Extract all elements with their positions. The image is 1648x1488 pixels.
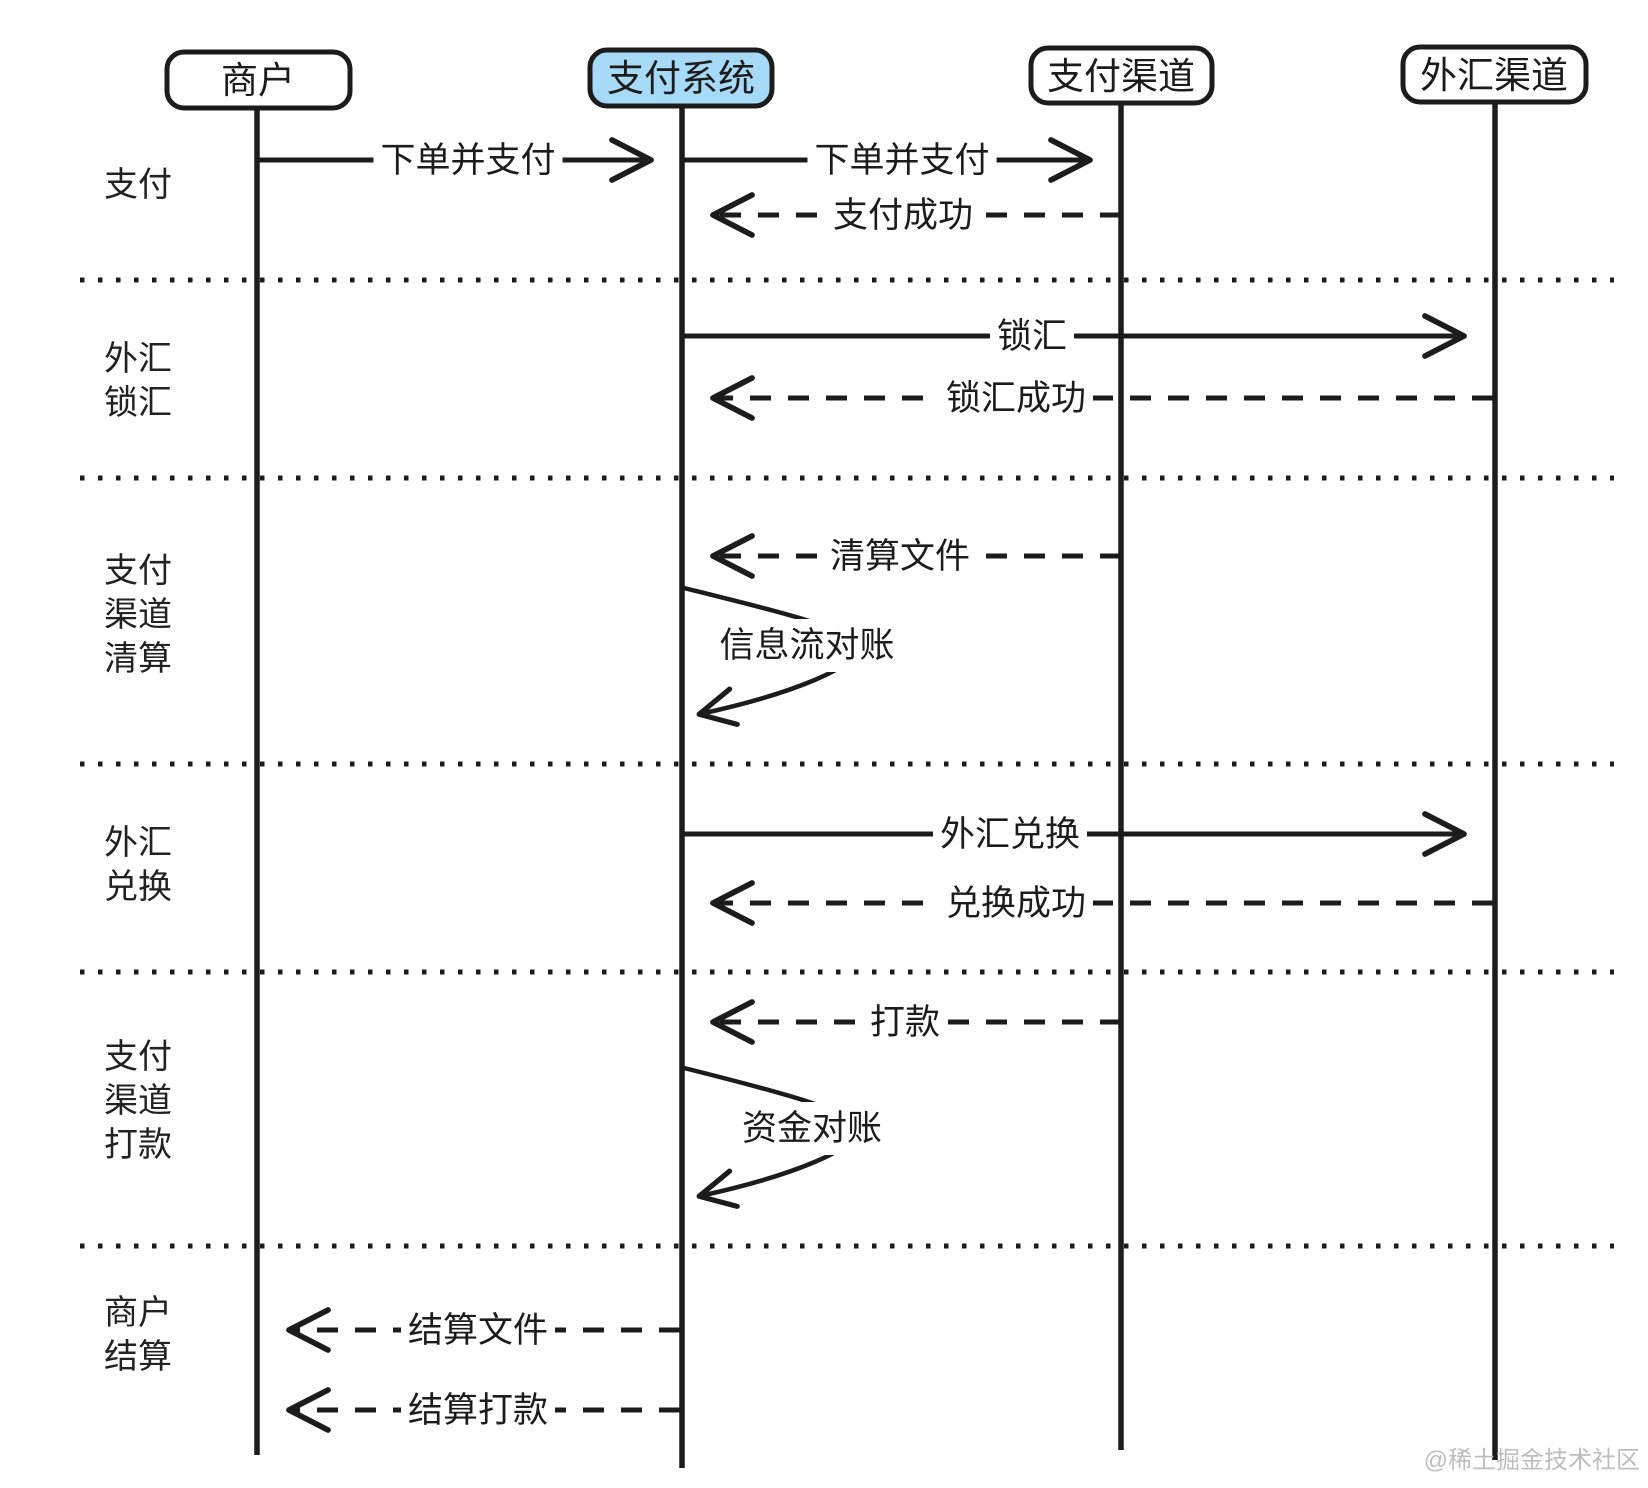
message-label-lock-fx: 锁汇 xyxy=(989,310,1075,363)
actor-fx-channel: 外汇渠道 xyxy=(1400,44,1589,105)
label-bg xyxy=(400,1304,556,1357)
message-label-clearing-file: 清算文件 xyxy=(822,530,978,583)
message-text: 支付成功 xyxy=(833,196,973,235)
message-text: 兑换成功 xyxy=(946,884,1086,923)
label-bg xyxy=(400,1384,556,1437)
label-bg xyxy=(373,134,563,187)
actor-box-fx-channel xyxy=(1400,44,1589,105)
label-bg xyxy=(932,808,1088,861)
message-text: 打款 xyxy=(870,1003,940,1042)
label-bg xyxy=(938,372,1094,425)
label-bg xyxy=(822,530,978,583)
message-label-lock-fx-success: 锁汇成功 xyxy=(938,372,1094,425)
message-text: 下单并支付 xyxy=(380,141,555,180)
phase-label-payment: 支付 xyxy=(104,166,172,204)
phase-label-fx-exchange: 外汇 兑换 xyxy=(104,824,172,906)
phase-line: 清算 xyxy=(104,640,172,678)
phase-line: 支付 xyxy=(104,166,172,204)
phase-line: 兑换 xyxy=(104,868,172,906)
message-label-fx-exchange: 外汇兑换 xyxy=(932,808,1088,861)
message-label-fund-reconcile: 资金对账 xyxy=(734,1102,890,1155)
actor-payment-system: 支付系统 xyxy=(587,47,775,109)
message-text: 锁汇成功 xyxy=(946,379,1086,418)
label-bg xyxy=(807,134,997,187)
actor-box-payment-channel xyxy=(1028,45,1215,106)
message-label-pay-success: 支付成功 xyxy=(825,189,981,242)
message-text: 资金对账 xyxy=(742,1109,882,1148)
label-bg xyxy=(938,877,1094,930)
phase-label-channel-payout: 支付 渠道 打款 xyxy=(104,1038,172,1164)
message-text: 清算文件 xyxy=(830,537,970,576)
phase-line: 商户 xyxy=(104,1294,172,1332)
message-label-payout: 打款 xyxy=(862,996,948,1049)
message-label-order-pay-2: 下单并支付 xyxy=(807,134,997,187)
label-bg xyxy=(825,189,981,242)
message-text: 下单并支付 xyxy=(814,141,989,180)
phase-line: 支付 xyxy=(104,552,172,590)
label-bg xyxy=(862,996,948,1049)
phase-label-channel-clearing: 支付 渠道 清算 xyxy=(104,552,172,678)
actor-label-merchant: 商户 xyxy=(221,60,295,101)
message-text: 信息流对账 xyxy=(719,626,894,665)
message-label-settle-file: 结算文件 xyxy=(400,1304,556,1357)
message-label-order-pay-1: 下单并支付 xyxy=(373,134,563,187)
phase-label-merchant-settlement: 商户 结算 xyxy=(104,1294,172,1376)
message-text: 结算打款 xyxy=(408,1391,548,1430)
phase-label-fx-lock: 外汇 锁汇 xyxy=(104,340,172,422)
actor-label-fx-channel: 外汇渠道 xyxy=(1420,55,1568,96)
message-text: 外汇兑换 xyxy=(940,815,1080,854)
actor-label-payment-channel: 支付渠道 xyxy=(1047,56,1195,97)
phase-line: 渠道 xyxy=(104,1082,172,1120)
actor-payment-channel: 支付渠道 xyxy=(1028,45,1215,106)
phase-line: 锁汇 xyxy=(104,384,172,422)
label-bg xyxy=(734,1102,890,1155)
actor-merchant: 商户 xyxy=(164,49,353,111)
actor-box-merchant xyxy=(164,49,353,111)
actor-box-payment-system xyxy=(587,47,775,109)
phase-line: 支付 xyxy=(104,1038,172,1076)
message-label-settle-payout: 结算打款 xyxy=(400,1384,556,1437)
label-bg xyxy=(712,619,902,672)
message-label-exchange-success: 兑换成功 xyxy=(938,877,1094,930)
phase-line: 外汇 xyxy=(104,340,172,378)
label-bg xyxy=(989,310,1075,363)
watermark: @稀土掘金技术社区 xyxy=(1424,1447,1640,1474)
message-label-info-reconcile: 信息流对账 xyxy=(712,619,902,672)
actor-label-payment-system: 支付系统 xyxy=(607,58,755,99)
message-text: 结算文件 xyxy=(408,1311,548,1350)
phase-line: 外汇 xyxy=(104,824,172,862)
phase-line: 渠道 xyxy=(104,596,172,634)
phase-line: 结算 xyxy=(104,1338,172,1376)
message-text: 锁汇 xyxy=(997,317,1067,356)
phase-line: 打款 xyxy=(104,1126,172,1164)
